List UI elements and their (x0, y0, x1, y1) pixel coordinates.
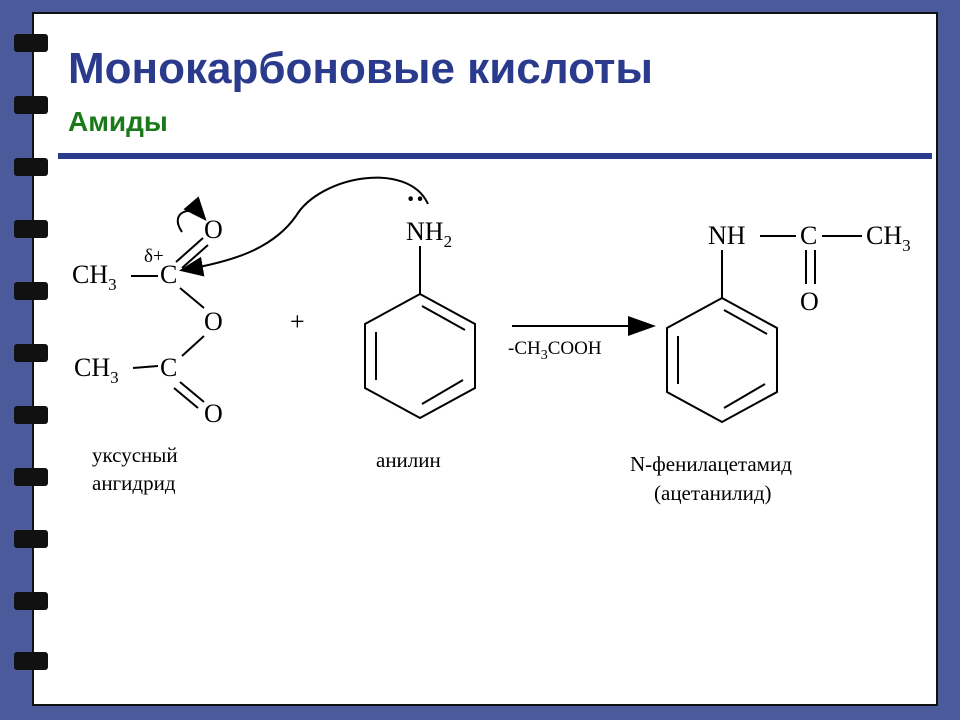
anhydride-label-line2: ангидрид (92, 471, 176, 495)
product-label-line2: (ацетанилид) (654, 481, 772, 505)
acetanilide: NH C CH3 O N-фенилацетамид (ацетанилид) (630, 221, 911, 505)
bond-o-bridge-c-bottom (181, 335, 205, 357)
title-divider (58, 153, 932, 159)
anhydride-c-bottom: C (160, 353, 177, 382)
aniline-label: анилин (376, 448, 441, 472)
product-ring-double-bond-2 (723, 383, 766, 409)
slide-title: Монокарбоновые кислоты (68, 44, 653, 93)
binding-ring-icon (14, 282, 48, 300)
product-benzene-ring (666, 296, 778, 424)
product-o: O (800, 287, 819, 316)
anhydride-label-line1: уксусный (92, 443, 178, 467)
aniline-nh2: NH2 (406, 217, 452, 251)
acetic-anhydride: CH3 C δ+ O O CH3 C O уксусный ангидрид (72, 196, 223, 495)
product-ring-double-bond-1 (723, 309, 768, 335)
slide-subtitle: Амиды (68, 106, 168, 137)
plus-sign: + (290, 307, 305, 336)
binding-ring-icon (14, 34, 48, 52)
binding-ring-icon (14, 592, 48, 610)
anhydride-ch3-bottom: CH3 (74, 353, 119, 387)
electron-shift-arrow-icon (176, 196, 207, 233)
binding-ring-icon (14, 344, 48, 362)
bond-c-o-bridge-top (179, 287, 205, 309)
double-bond-co-top-2 (181, 244, 209, 269)
slide-page (32, 12, 938, 706)
product-nh: NH (708, 221, 746, 250)
anhydride-c-top: C (160, 260, 177, 289)
aniline-benzene-ring (364, 292, 476, 420)
double-bond-co-bottom-1 (179, 381, 205, 403)
aniline-ring-double-bond-1 (421, 305, 466, 331)
binding-ring-icon (14, 96, 48, 114)
lone-pair-dots: ·· (406, 184, 425, 215)
binding-ring-icon (14, 220, 48, 238)
aniline: ·· NH2 анилин (364, 184, 476, 472)
anhydride-o-bridge: O (204, 307, 223, 336)
bond-ch3-c-bottom (132, 365, 159, 369)
anhydride-o-bottom: O (204, 399, 223, 428)
double-bond-co-bottom-2 (173, 387, 199, 409)
partial-positive-charge: δ+ (144, 246, 164, 267)
binding-ring-icon (14, 652, 48, 670)
product-ch3: CH3 (866, 221, 911, 255)
anhydride-ch3-top: CH3 (72, 260, 117, 294)
binding-ring-icon (14, 158, 48, 176)
double-bond-co-top-1 (175, 237, 204, 263)
product-label-line1: N-фенилацетамид (630, 452, 792, 476)
product-c: C (800, 221, 817, 250)
aniline-ring-double-bond-2 (421, 379, 464, 405)
binding-ring-icon (14, 530, 48, 548)
binding-ring-icon (14, 406, 48, 424)
nucleophilic-attack-arrow-icon (179, 176, 429, 277)
byproduct-note: -CH3COOH (508, 338, 602, 363)
anhydride-o-top: O (204, 215, 223, 244)
binding-ring-icon (14, 468, 48, 486)
